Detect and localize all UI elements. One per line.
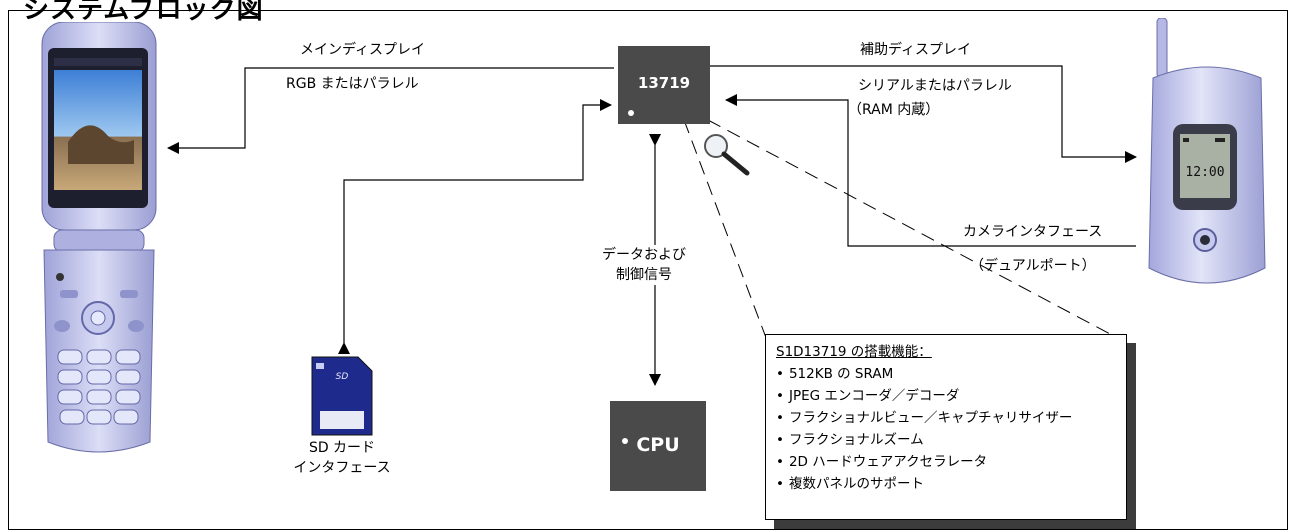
feature-item: 2D ハードウェアアクセラレータ	[776, 451, 1116, 473]
data-control-line1: データおよび	[602, 247, 686, 263]
camera-label: カメラインタフェース	[963, 224, 1103, 240]
camera-line	[725, 94, 1136, 247]
features-list: 512KB の SRAM JPEG エンコーダ／デコーダ フラクショナルビュー／…	[776, 363, 1116, 495]
main-display-line	[167, 67, 614, 154]
main-display-label: メインディスプレイ	[300, 42, 426, 58]
sd-line2: インタフェース	[293, 460, 391, 476]
sub-display-ram-label: （RAM 内蔵）	[848, 102, 940, 118]
magnifier-icon	[704, 134, 750, 176]
sd-label: SD カード インタフェース	[282, 438, 402, 478]
sub-phone-clock: 12:00	[1185, 165, 1224, 180]
zoom-line-left	[683, 119, 769, 344]
feature-item: 512KB の SRAM	[776, 363, 1116, 385]
cpu-label: CPU	[636, 434, 680, 456]
zoom-line-right	[707, 119, 1128, 344]
cpu-block: CPU	[610, 401, 706, 491]
sub-phone-image: 12:00	[1148, 18, 1266, 284]
sub-display-label: 補助ディスプレイ	[860, 42, 972, 58]
feature-item: 複数パネルのサポート	[776, 473, 1116, 495]
sd-card-icon: SD	[311, 356, 373, 436]
main-phone-image	[41, 22, 157, 453]
cpu-pin-dot	[622, 438, 628, 444]
features-box: S1D13719 の搭載機能： 512KB の SRAM JPEG エンコーダ／…	[765, 334, 1127, 520]
sd-line1: SD カード	[308, 440, 376, 456]
feature-item: JPEG エンコーダ／デコーダ	[776, 385, 1116, 407]
main-display-sublabel: RGB またはパラレル	[286, 76, 419, 92]
data-control-line2: 制御信号	[616, 267, 672, 283]
sub-display-sublabel: シリアルまたはパラレル	[858, 78, 1012, 94]
feature-item: フラクショナルビュー／キャプチャリサイザー	[776, 407, 1116, 429]
features-title: S1D13719 の搭載機能：	[776, 344, 932, 360]
camera-sublabel: （デュアルポート）	[970, 258, 1096, 274]
sub-display-line	[709, 65, 1137, 163]
feature-item: フラクショナルズーム	[776, 429, 1116, 451]
controller-chip: 13719	[618, 46, 710, 124]
chip-pin-dot	[628, 110, 634, 116]
data-control-label: データおよび 制御信号	[584, 245, 704, 285]
svg-text:SD: SD	[336, 372, 349, 382]
chip-label: 13719	[637, 74, 691, 92]
sd-line	[338, 99, 612, 354]
diagram-title: システムブロック図	[23, 0, 264, 25]
